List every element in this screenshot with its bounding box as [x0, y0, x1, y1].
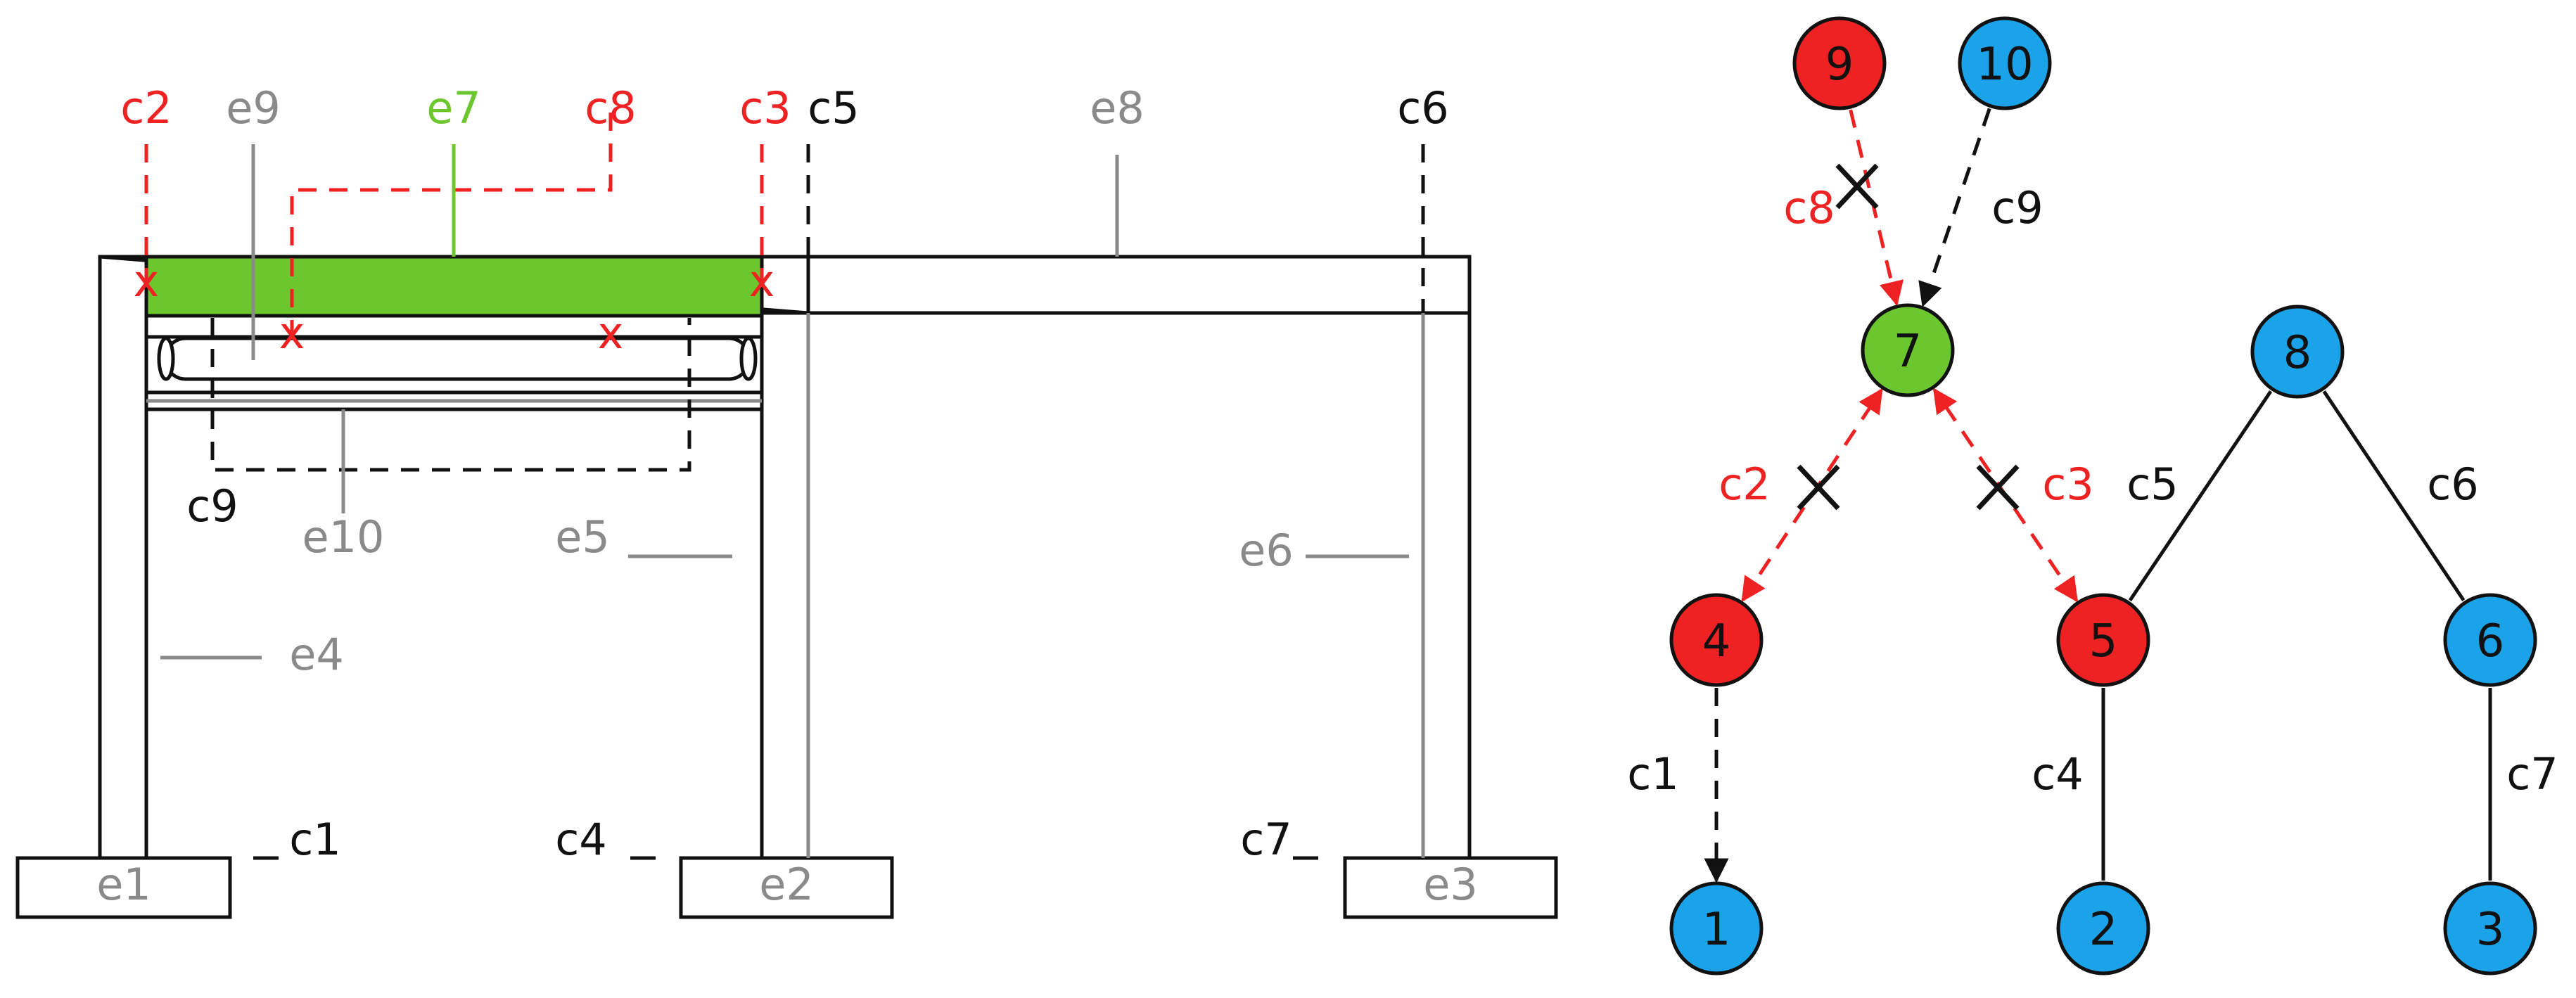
graph-node-6: 6: [2443, 593, 2537, 687]
label-c3: c3: [739, 82, 791, 134]
label-c9: c9: [186, 480, 238, 532]
graph-node-9: 9: [1792, 16, 1887, 110]
graph-node-10: 10: [1958, 16, 2052, 110]
graph-node-circle: [2056, 593, 2150, 687]
graph-node-label: 4: [1702, 615, 1731, 667]
column-e5: [760, 311, 810, 860]
label-c4: c4: [555, 814, 607, 865]
graph-node-label: 2: [2089, 904, 2118, 956]
graph-edge-label-c7: c7: [2506, 748, 2558, 800]
label-e10: e10: [302, 511, 384, 563]
graph-node-1: 1: [1669, 881, 1764, 975]
cut-mark-c2: x: [134, 255, 160, 307]
graph-nodes: 1 2 3 4 5 6 7 8 9 10: [1669, 16, 2537, 975]
graph-node-circle: [1669, 593, 1764, 687]
cut-mark-c2: [1797, 464, 1840, 511]
graph-edge-label-c2: c2: [1719, 459, 1771, 510]
graph-node-label: 3: [2476, 904, 2505, 956]
graph-node-8: 8: [2250, 305, 2345, 399]
beam-e8-body: [806, 255, 1472, 315]
graph-node-circle: [1792, 16, 1887, 110]
foundation-e1: [15, 856, 232, 919]
label-e6: e6: [1239, 525, 1294, 576]
graph-node-circle: [2443, 881, 2537, 975]
graph-edge-c9: [1918, 108, 1991, 307]
graph-edge-label-c4: c4: [2032, 748, 2084, 800]
graph-edge-label-c8: c8: [1783, 182, 1835, 233]
label-e5: e5: [555, 511, 610, 563]
graph-edge-label-c3: c3: [2042, 459, 2094, 510]
label-c5: c5: [808, 82, 860, 134]
connection-c9-bracket: [210, 318, 691, 472]
graph-edge-label-c9: c9: [1991, 182, 2043, 233]
graph-node-circle: [2056, 881, 2150, 975]
pipe-e9-end-right: [739, 336, 758, 381]
column-e4: [98, 255, 148, 860]
structure-labels: c2 e9 e7 c8 c3 c5 e8 c6 c9 e10 e5 e6 e4 …: [96, 82, 1478, 910]
graph-node-label: 10: [1976, 39, 2033, 91]
graph-edge-label-c5: c5: [2127, 459, 2179, 510]
label-e9: e9: [226, 82, 281, 134]
structure-frame: [15, 113, 1558, 919]
graph-node-label: 5: [2089, 615, 2118, 667]
label-c8: c8: [585, 82, 637, 134]
cut-mark-c8: [1835, 163, 1879, 210]
label-e3: e3: [1423, 859, 1478, 910]
cut-mark-c8-right: x: [598, 307, 624, 359]
label-c6: c6: [1397, 82, 1449, 134]
label-c1: c1: [289, 814, 341, 865]
graph-edge-c6: [2322, 390, 2466, 601]
label-e7: e7: [426, 82, 481, 134]
graph-node-2: 2: [2056, 881, 2150, 975]
label-c7: c7: [1240, 814, 1292, 865]
label-c2: c2: [120, 82, 172, 134]
cut-mark-c3: x: [749, 255, 775, 307]
graph-node-7: 7: [1861, 303, 1955, 397]
graph-edge-c5: [2128, 390, 2273, 601]
connection-c8-bracket: [290, 113, 613, 338]
graph-edge-labels: c1 c2 c3 c4 c5 c6 c7 c8 c9: [1627, 182, 2558, 800]
label-e8: e8: [1090, 82, 1144, 134]
graph-edge-label-c6: c6: [2427, 459, 2479, 510]
label-e2: e2: [759, 859, 814, 910]
cut-mark-c3: [1976, 464, 2020, 511]
graph-node-circle: [1669, 881, 1764, 975]
graph-node-circle: [1958, 16, 2052, 110]
pipe-e9-end-left: [157, 336, 175, 381]
graph-node-4: 4: [1669, 593, 1764, 687]
graph-node-label: 1: [1702, 904, 1731, 956]
column-e6: [1421, 311, 1472, 860]
graph-node-label: 7: [1894, 326, 1923, 378]
graph-node-circle: [2250, 305, 2345, 399]
graph-edge-label-c1: c1: [1627, 748, 1679, 800]
graph-node-label: 8: [2283, 327, 2312, 379]
label-e4: e4: [289, 629, 344, 680]
graph-node-circle: [2443, 593, 2537, 687]
graph-node-label: 6: [2476, 615, 2505, 667]
cut-mark-c8-left: x: [279, 307, 305, 359]
graph-edges: [1704, 108, 2492, 883]
label-e1: e1: [96, 859, 151, 910]
beam-e7: [144, 255, 764, 318]
graph-node-label: 9: [1825, 39, 1854, 91]
foundation-e2: [679, 856, 894, 919]
graph-node-5: 5: [2056, 593, 2150, 687]
graph-node-circle: [1861, 303, 1955, 397]
graph-node-3: 3: [2443, 881, 2537, 975]
